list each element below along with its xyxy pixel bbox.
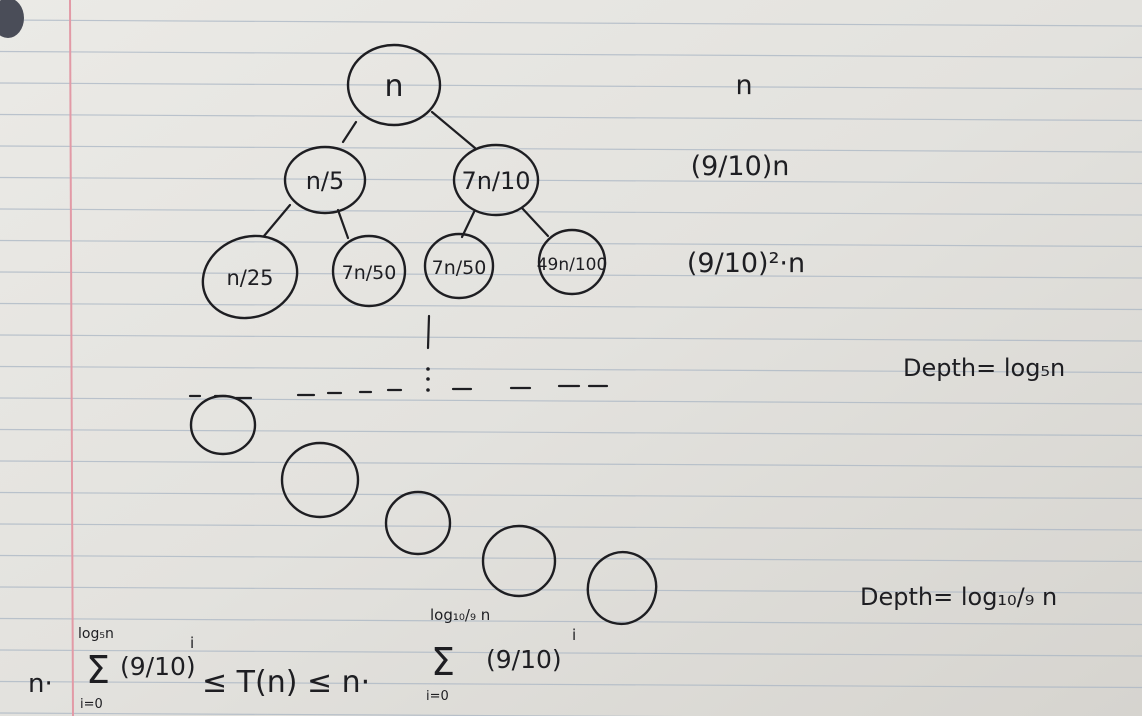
ruled-line xyxy=(0,649,1142,657)
ineq-left-lower-limit: i=0 xyxy=(80,697,103,712)
ineq-left-prefix: n· xyxy=(28,669,53,699)
level-dashes xyxy=(188,384,609,400)
ruled-line xyxy=(0,712,686,716)
ruled-line xyxy=(0,397,1142,405)
tree-node-right xyxy=(452,143,540,217)
tree-node-rl xyxy=(423,232,495,300)
ruled-line xyxy=(0,113,1142,122)
ineq-right-exponent: i xyxy=(572,626,576,644)
tree-edge-continuation xyxy=(426,314,431,350)
tree-node-lr-label: 7n/50 xyxy=(342,262,397,284)
ellipsis-dot xyxy=(426,377,430,381)
ineq-right-sigma: Σ xyxy=(431,640,455,684)
tree-edge xyxy=(262,203,292,238)
recursion-tree: n n/5 7n/10 n/25 7n/50 7n/50 49n/100 xyxy=(188,43,658,626)
tree-node-root-label: n xyxy=(384,69,403,104)
ruled-line xyxy=(0,50,1142,59)
depth-short-label: Depth= log₅n xyxy=(903,354,1065,382)
ellipsis-dot xyxy=(426,367,430,371)
ruled-line xyxy=(0,271,1142,279)
tree-edge xyxy=(336,208,350,240)
ruled-line xyxy=(0,176,1142,185)
depth-long-label: Depth= log₁₀/₉ n xyxy=(860,583,1057,611)
leaf-node xyxy=(586,550,658,626)
ruled-lines xyxy=(0,19,1142,716)
ruled-line xyxy=(0,365,1142,374)
ineq-left-term: (9/10) xyxy=(120,652,196,681)
ruled-line xyxy=(0,145,1142,153)
ellipsis-dot xyxy=(426,388,430,392)
tree-node-left xyxy=(283,145,367,215)
ruled-line xyxy=(0,334,1142,342)
ruled-line xyxy=(0,460,1142,468)
tree-node-left-label: n/5 xyxy=(306,167,345,195)
ruled-line xyxy=(0,302,1142,311)
tree-node-right-label: 7n/10 xyxy=(461,167,530,195)
margin-line xyxy=(69,0,74,716)
leaf-node xyxy=(189,394,257,456)
level-cost-1: (9/10)n xyxy=(691,151,790,182)
ruled-line xyxy=(0,523,1142,531)
tree-node-rr-label: 49n/100 xyxy=(537,255,608,275)
ruled-line xyxy=(0,617,1142,626)
ineq-left-exponent: i xyxy=(190,634,194,652)
tree-node-root xyxy=(346,43,442,127)
ruled-line xyxy=(0,554,1142,563)
leaf-node xyxy=(280,441,360,519)
ineq-left-sigma: Σ xyxy=(86,648,110,692)
ruled-line xyxy=(0,491,1142,500)
tree-node-rl-label: 7n/50 xyxy=(432,257,487,279)
tree-node-rr xyxy=(537,228,607,296)
ineq-right-upper-limit: log₁₀/₉ n xyxy=(430,606,490,624)
ruled-line xyxy=(0,586,1142,594)
tree-node-ll-label: n/25 xyxy=(226,266,273,290)
level-cost-0: n xyxy=(735,70,752,101)
ineq-middle: ≤ T(n) ≤ n· xyxy=(202,665,370,700)
level-cost-2: (9/10)²·n xyxy=(687,248,805,279)
ineq-right-term: (9/10) xyxy=(486,645,562,674)
ruled-line xyxy=(0,82,1142,90)
tree-edge xyxy=(520,206,550,238)
bound-inequality: n· log₅n Σ i=0 (9/10) i ≤ T(n) ≤ n· log₁… xyxy=(28,606,576,712)
tree-edge xyxy=(341,120,358,144)
leaf-node xyxy=(481,524,557,598)
tree-edge xyxy=(460,210,476,239)
ineq-right-lower-limit: i=0 xyxy=(426,689,449,704)
ruled-line xyxy=(0,19,1142,27)
ruled-line xyxy=(0,239,1142,248)
tree-node-ll xyxy=(201,234,299,320)
tree-edge xyxy=(430,110,477,150)
ineq-left-upper-limit: log₅n xyxy=(78,626,114,642)
ruled-line xyxy=(0,680,1142,689)
leaf-node xyxy=(384,490,452,556)
binder-hole xyxy=(0,0,24,38)
ruled-line xyxy=(0,208,1142,216)
tree-node-lr xyxy=(331,234,407,308)
